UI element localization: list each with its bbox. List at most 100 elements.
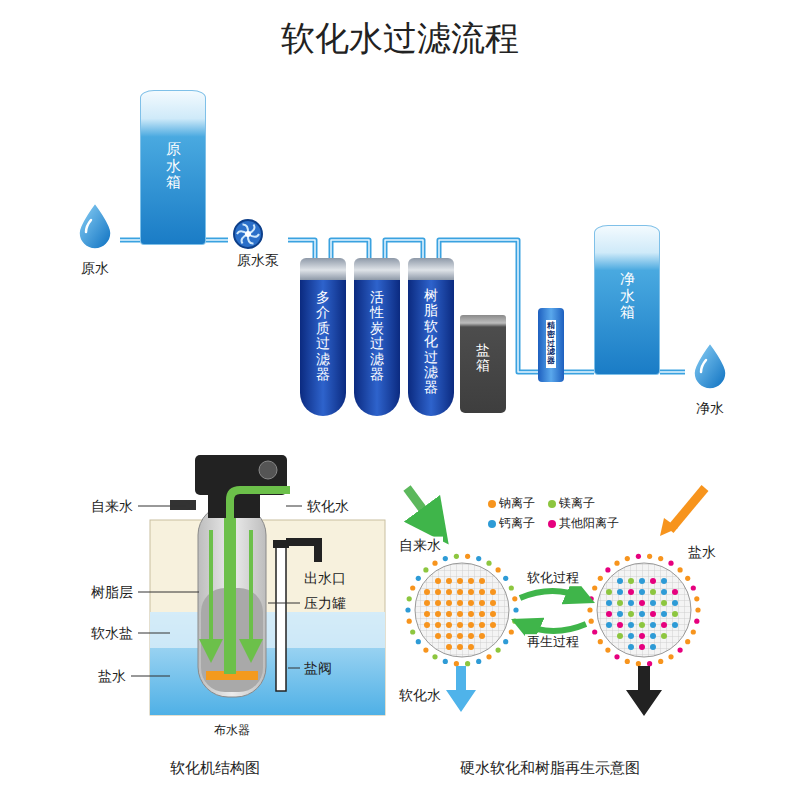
text-label: 软水盐 [91,625,133,642]
ion-dot [479,611,485,617]
ion-exchange-illustration [405,488,705,716]
text-label: 自来水 [91,498,133,515]
ion-dot [424,611,430,617]
ion-dot [457,589,463,595]
ion-dot [457,611,463,617]
ion-dot [446,600,452,606]
ion-dot [446,611,452,617]
ion-dot [490,589,496,595]
leader-lines [138,633,170,634]
water-pipe [206,240,228,241]
node-label: 原水泵 [237,252,279,270]
ion-dot [694,619,699,624]
diagram-title: 软化水过滤流程 [0,16,800,62]
text-label: 再生过程 [525,634,581,650]
ion-dot [446,633,452,639]
drop-shape [79,203,111,249]
precision-filter: 精密过滤器 [538,308,564,382]
ion-dot [592,585,597,590]
ion-dot [479,600,485,606]
ion-dot [661,622,667,628]
ion-dot [605,567,610,572]
ion-dot [423,648,428,653]
text-label: 树脂层 [91,584,133,601]
ion-dot [479,633,485,639]
node-label: 活性炭过滤器 [370,290,384,382]
ion-dot [407,619,412,624]
ion-dot [587,607,592,612]
pipe-inner [385,240,423,258]
ion-dot [479,622,485,628]
soft-water-arrow [446,666,476,712]
ion-dot [468,633,474,639]
legend-item: 钙离子 [488,515,535,532]
ion-dot [661,578,667,584]
ion-dot [606,622,612,628]
ion-dot [446,578,452,584]
legend-text: 镁离子 [559,495,595,512]
ion-dot [695,607,700,612]
ion-dot [468,589,474,595]
flow-arrow [249,530,253,655]
ion-dot [490,622,496,628]
text-label: 软化水 [307,498,349,515]
ion-dot [443,556,448,561]
water-tank: 原水箱 [140,90,206,245]
ion-dot [661,600,667,606]
ion-dot [468,578,474,584]
ion-dot [639,633,645,639]
ion-dot [457,578,463,584]
ion-dot [668,654,673,659]
ion-dot [476,556,481,561]
ion-dot [457,633,463,639]
node-label: 净水箱 [620,271,635,321]
pipe-inner [206,239,228,241]
ion-dot [617,600,623,606]
ion-dot [416,576,421,581]
ion-dot [628,600,634,606]
center-tube [224,500,236,674]
ion-dot [625,659,630,664]
ion-dot [606,589,612,595]
ion-dot [658,556,663,561]
legend-text: 其他阳离子 [559,515,619,532]
ion-dot [647,661,652,666]
ion-dot [650,611,656,617]
ion-dot [672,600,678,606]
ion-dot [639,578,645,584]
softening-arrow [520,591,584,598]
control-dial [259,461,277,479]
pump-icon [228,214,268,254]
ion-dot [407,596,412,601]
pipe-outer [331,240,369,258]
filter-column: 多介质过滤器 [300,258,346,416]
text-label: 软化过程 [525,570,581,586]
ion-dot [503,639,508,644]
ion-dot [435,600,441,606]
pipe-outer [564,370,594,375]
pipe-inner [120,239,140,241]
brine-arrow [670,488,705,530]
ion-dot [691,585,696,590]
ion-dot [476,659,481,664]
legend-swatch [488,520,496,528]
legend-swatch [548,520,556,528]
ion-dot [617,589,623,595]
ion-dot [465,554,470,559]
water-pipe [288,240,315,258]
ion-dot [423,567,428,572]
pipe-inner [288,240,315,258]
resin-mesh [415,563,509,657]
ion-dot [454,661,459,666]
ion-dot [435,589,441,595]
ion-dot [639,589,645,595]
filter-column: 树脂软化过滤器 [408,258,454,416]
ion-dot [650,622,656,628]
ion-dot [658,659,663,664]
ion-dot [479,578,485,584]
ion-dot [628,611,634,617]
legend-text: 钙离子 [499,515,535,532]
ion-dot [628,644,634,650]
drop-shine [86,220,91,232]
ion-dot [496,648,501,653]
